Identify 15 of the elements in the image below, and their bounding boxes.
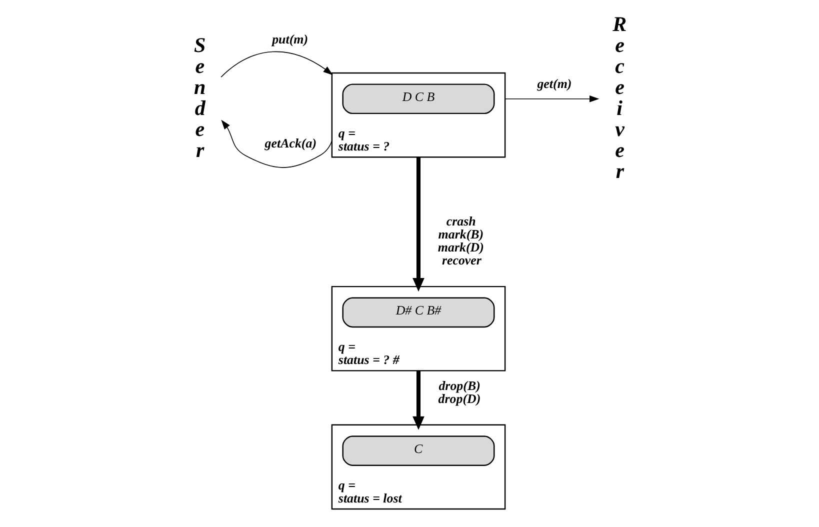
node-text: Receiver — [612, 12, 626, 183]
node-box: C — [342, 436, 494, 466]
edge-label: getAck(a) — [264, 135, 316, 150]
arrow — [220, 51, 332, 78]
arrow — [220, 120, 332, 168]
edge-label: crash mark(B) mark(D) recover — [437, 214, 484, 268]
node-text: Sender — [194, 32, 206, 162]
arrow — [504, 95, 599, 102]
edge-label: get(m) — [536, 76, 572, 92]
edge-label: put(m) — [272, 32, 308, 47]
arrow — [412, 157, 424, 292]
node-box: D# C B# — [342, 297, 494, 328]
arrow — [412, 370, 424, 430]
node-box: D C B — [342, 84, 494, 114]
edge-label: drop(B) drop(D) — [438, 378, 480, 406]
